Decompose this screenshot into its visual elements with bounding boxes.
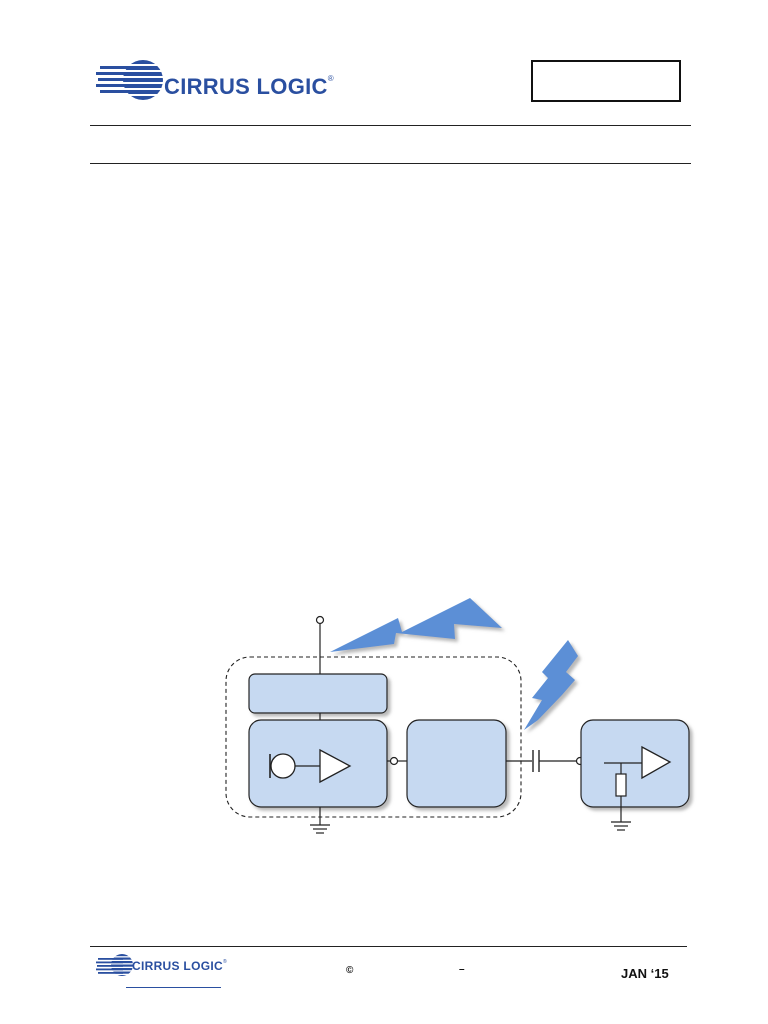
footer-logo-name: CIRRUS LOGIC [132, 959, 223, 973]
header-logo: CIRRUS LOGIC® [96, 58, 336, 104]
preamp-triangle-icon [319, 748, 352, 784]
footer-copyright-symbol: © [346, 965, 354, 976]
mic-output-node [389, 756, 399, 766]
footer-date: JAN ‘15 [621, 966, 669, 981]
footer-logo: CIRRUS LOGIC® [96, 952, 236, 980]
ground-icon [310, 807, 330, 834]
footer-dash: – [459, 964, 465, 975]
ground-icon [611, 821, 631, 831]
interference-lightning-icon [330, 598, 502, 652]
block-diagram [225, 598, 690, 834]
microphone-icon [270, 753, 296, 779]
supply-terminal [315, 615, 325, 625]
footer-logo-reg: ® [222, 959, 227, 965]
supply-filter-block [248, 673, 388, 714]
cirrus-logo-small-icon [96, 954, 133, 976]
header-rule-top [90, 125, 691, 126]
interface-block [406, 719, 507, 808]
receiver-amp-triangle-icon [641, 745, 672, 780]
document-number-box [531, 60, 681, 102]
microphone-block [248, 719, 388, 808]
resistor-icon [615, 773, 627, 797]
header-logo-text: CIRRUS LOGIC® [164, 74, 334, 100]
header-logo-reg: ® [327, 74, 334, 83]
footer-logo-text: CIRRUS LOGIC® [132, 959, 227, 973]
header-rule-bottom [90, 163, 691, 164]
interference-lightning-icon [524, 640, 578, 730]
footer-rule [90, 946, 687, 947]
cirrus-logo-icon [96, 60, 163, 100]
footer-link-underline[interactable] [126, 987, 221, 988]
header-logo-name: CIRRUS LOGIC [164, 74, 328, 99]
